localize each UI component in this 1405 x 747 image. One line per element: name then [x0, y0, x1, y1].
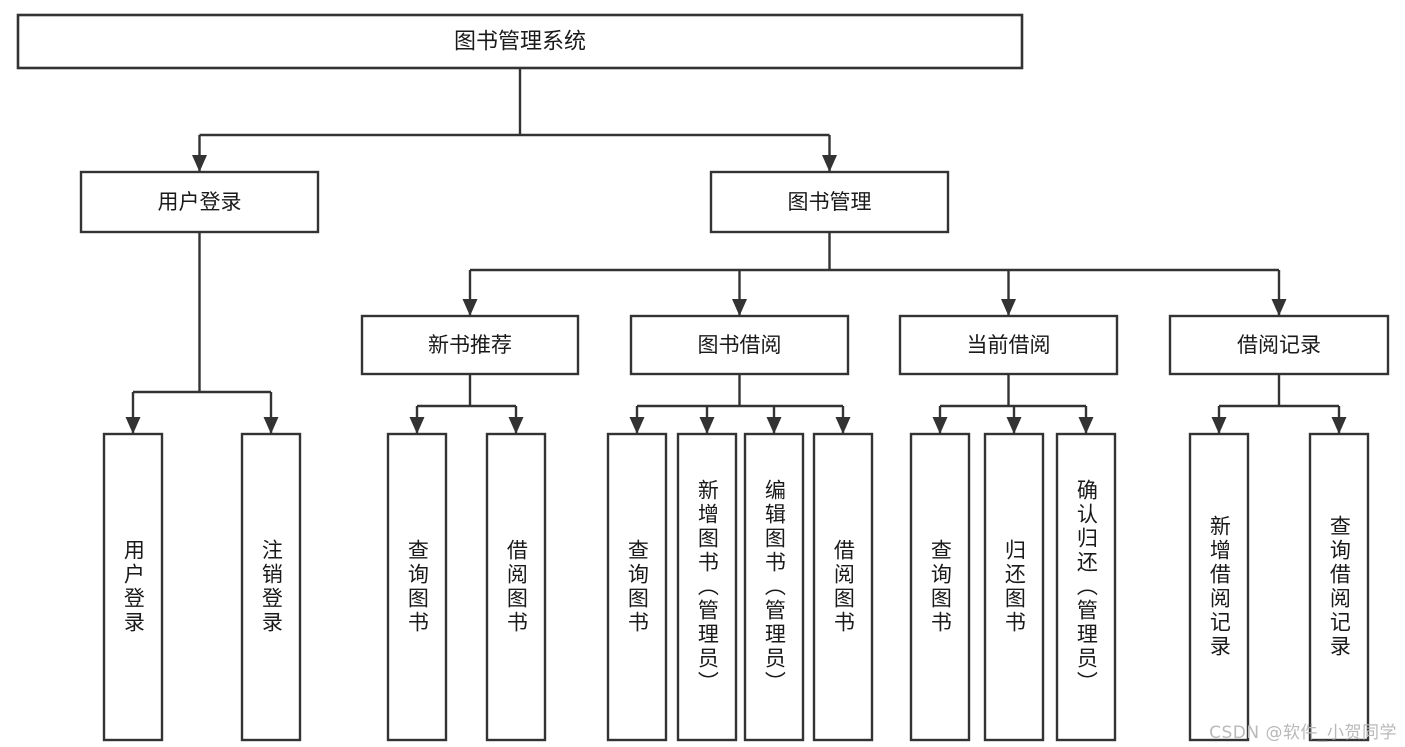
node-box[interactable] — [606, 432, 668, 742]
node-box[interactable] — [79, 170, 320, 234]
node-current-borrow[interactable]: 当前借阅 — [898, 314, 1119, 376]
node-box[interactable] — [676, 432, 738, 742]
node-box[interactable] — [1188, 432, 1250, 742]
connector-arrowhead — [822, 155, 837, 172]
connector-current-borrow — [932, 374, 1094, 434]
node-box[interactable] — [1168, 314, 1390, 376]
node-box[interactable] — [629, 314, 850, 376]
node-box[interactable] — [1308, 432, 1370, 742]
node-box[interactable] — [240, 432, 302, 742]
connectors-group — [125, 68, 1347, 434]
node-leaf-borrow-book-1[interactable] — [485, 432, 547, 742]
node-box[interactable] — [1055, 432, 1117, 742]
node-user-login[interactable]: 用户登录 — [79, 170, 320, 234]
connector-arrowhead — [409, 417, 425, 434]
connector-user-login — [125, 232, 279, 434]
node-leaf-add-book-admin[interactable] — [676, 432, 738, 742]
connector-arrowhead — [1006, 417, 1022, 434]
connector-arrowhead — [1211, 417, 1227, 434]
connector-new-book-recommend — [409, 374, 524, 434]
node-box[interactable] — [812, 432, 874, 742]
csdn-watermark: CSDN @软件_小贺同学 — [1209, 723, 1397, 743]
node-root[interactable]: 图书管理系统 — [16, 13, 1024, 70]
connector-arrowhead — [192, 155, 207, 172]
connector-arrowhead — [462, 299, 478, 316]
node-book-manage[interactable]: 图书管理 — [709, 170, 950, 234]
connector-arrowhead — [932, 417, 948, 434]
connector-arrowhead — [263, 417, 279, 434]
node-leaf-confirm-return-admin[interactable] — [1055, 432, 1117, 742]
node-leaf-user-login[interactable] — [102, 432, 164, 742]
node-leaf-query-borrow-record[interactable] — [1308, 432, 1370, 742]
node-box[interactable] — [898, 314, 1119, 376]
connector-arrowhead — [629, 417, 645, 434]
node-leaf-return-book[interactable] — [983, 432, 1045, 742]
node-leaf-add-borrow-record[interactable] — [1188, 432, 1250, 742]
node-label: 借阅记录 — [1237, 333, 1321, 357]
connector-arrowhead — [508, 417, 524, 434]
node-box[interactable] — [485, 432, 547, 742]
connector-book-borrow — [629, 374, 851, 434]
node-leaf-edit-book-admin[interactable] — [743, 432, 805, 742]
node-label: 图书管理系统 — [454, 30, 586, 55]
node-label: 当前借阅 — [967, 333, 1051, 357]
node-label: 图书管理 — [788, 190, 872, 214]
connector-arrowhead — [732, 299, 747, 316]
connector-arrowhead — [125, 417, 141, 434]
connector-arrowhead — [1271, 299, 1287, 316]
node-book-borrow[interactable]: 图书借阅 — [629, 314, 850, 376]
connector-arrowhead — [1001, 299, 1016, 316]
node-box[interactable] — [709, 170, 950, 234]
connector-arrowhead — [1078, 417, 1094, 434]
node-box[interactable] — [16, 13, 1024, 70]
node-borrow-record[interactable]: 借阅记录 — [1168, 314, 1390, 376]
node-leaf-query-book-1[interactable] — [386, 432, 448, 742]
connector-arrowhead — [699, 417, 715, 434]
node-box[interactable] — [102, 432, 164, 742]
node-new-book-recommend[interactable]: 新书推荐 — [360, 314, 580, 376]
node-box[interactable] — [983, 432, 1045, 742]
connector-book-manage — [462, 232, 1287, 316]
connector-arrowhead — [1331, 417, 1347, 434]
node-box[interactable] — [386, 432, 448, 742]
node-box[interactable] — [743, 432, 805, 742]
node-label: 新书推荐 — [428, 333, 512, 357]
connector-arrowhead — [766, 417, 782, 434]
connector-borrow-record — [1211, 374, 1347, 434]
node-label: 用户登录 — [158, 190, 242, 214]
connector-root — [192, 68, 837, 172]
node-leaf-logout-login[interactable] — [240, 432, 302, 742]
node-box[interactable] — [360, 314, 580, 376]
node-leaf-borrow-book-2[interactable] — [812, 432, 874, 742]
node-leaf-query-book-3[interactable] — [909, 432, 971, 742]
connector-arrowhead — [835, 417, 851, 434]
node-box[interactable] — [909, 432, 971, 742]
node-label: 图书借阅 — [698, 333, 782, 357]
node-leaf-query-book-2[interactable] — [606, 432, 668, 742]
